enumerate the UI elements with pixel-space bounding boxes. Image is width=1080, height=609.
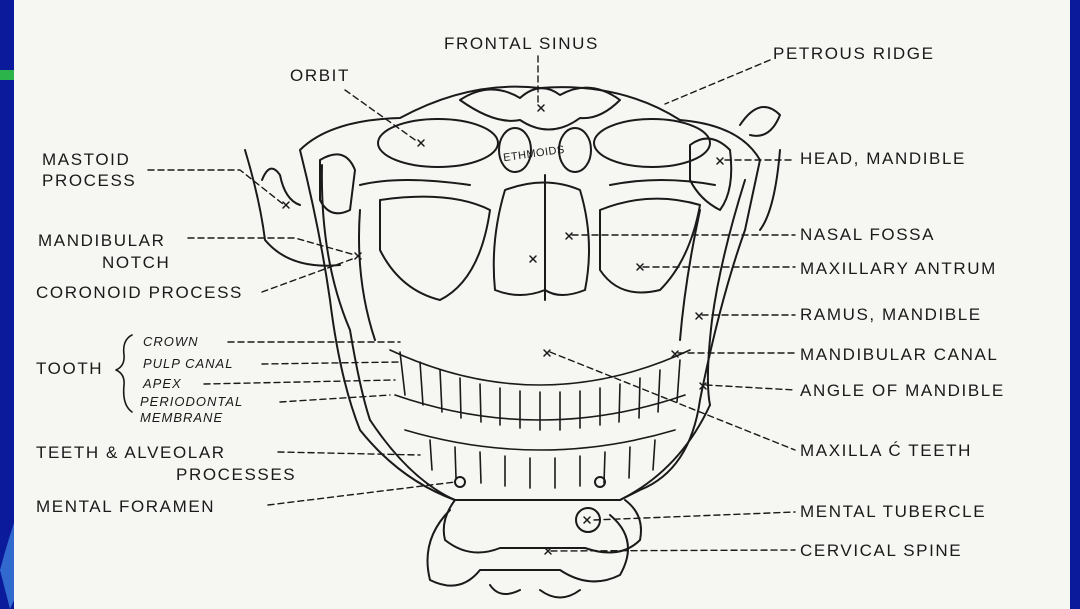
label-mental-foramen: MENTAL FORAMEN bbox=[36, 497, 215, 517]
label-mental-tubercle: MENTAL TUBERCLE bbox=[800, 502, 986, 522]
label-ramus-mandible: RAMUS, MANDIBLE bbox=[800, 305, 982, 325]
label-mandibular-notch-line2: NOTCH bbox=[102, 253, 170, 273]
label-mastoid-line1: MASTOID bbox=[42, 150, 130, 170]
label-nasal-fossa: NASAL FOSSA bbox=[800, 225, 935, 245]
label-apex: APEX bbox=[143, 376, 182, 392]
label-petrous-ridge: PETROUS RIDGE bbox=[773, 44, 935, 64]
label-periodontal: PERIODONTAL bbox=[140, 394, 243, 410]
label-teeth-alveolar-line1: TEETH & ALVEOLAR bbox=[36, 443, 226, 463]
label-maxilla-teeth: MAXILLA Ć TEETH bbox=[800, 441, 972, 461]
label-mandibular-canal: MANDIBULAR CANAL bbox=[800, 345, 998, 365]
label-frontal-sinus: FRONTAL SINUS bbox=[444, 34, 599, 54]
label-crown: CROWN bbox=[143, 334, 199, 350]
antrum-right bbox=[600, 199, 700, 293]
label-cervical-spine: CERVICAL SPINE bbox=[800, 541, 962, 561]
label-orbit: ORBIT bbox=[290, 66, 350, 86]
right-condyle bbox=[690, 139, 731, 210]
lower-teeth bbox=[405, 430, 675, 488]
label-maxillary-antrum: MAXILLARY ANTRUM bbox=[800, 259, 997, 279]
label-head-mandible: HEAD, MANDIBLE bbox=[800, 149, 966, 169]
label-tooth: TOOTH bbox=[36, 359, 103, 379]
label-angle-of-mandible: ANGLE OF MANDIBLE bbox=[800, 381, 1005, 401]
label-coronoid-process: CORONOID PROCESS bbox=[36, 283, 243, 303]
label-membrane: MEMBRANE bbox=[140, 410, 223, 426]
tooth-bracket bbox=[116, 335, 132, 412]
label-pulp-canal: PULP CANAL bbox=[143, 356, 233, 372]
left-condyle bbox=[320, 154, 355, 213]
antrum-left bbox=[380, 197, 490, 300]
label-mandibular-notch-line1: MANDIBULAR bbox=[38, 231, 165, 251]
label-teeth-alveolar-line2: PROCESSES bbox=[176, 465, 296, 485]
label-mastoid-line2: PROCESS bbox=[42, 171, 136, 191]
nasal-fossa-outline bbox=[494, 183, 589, 296]
